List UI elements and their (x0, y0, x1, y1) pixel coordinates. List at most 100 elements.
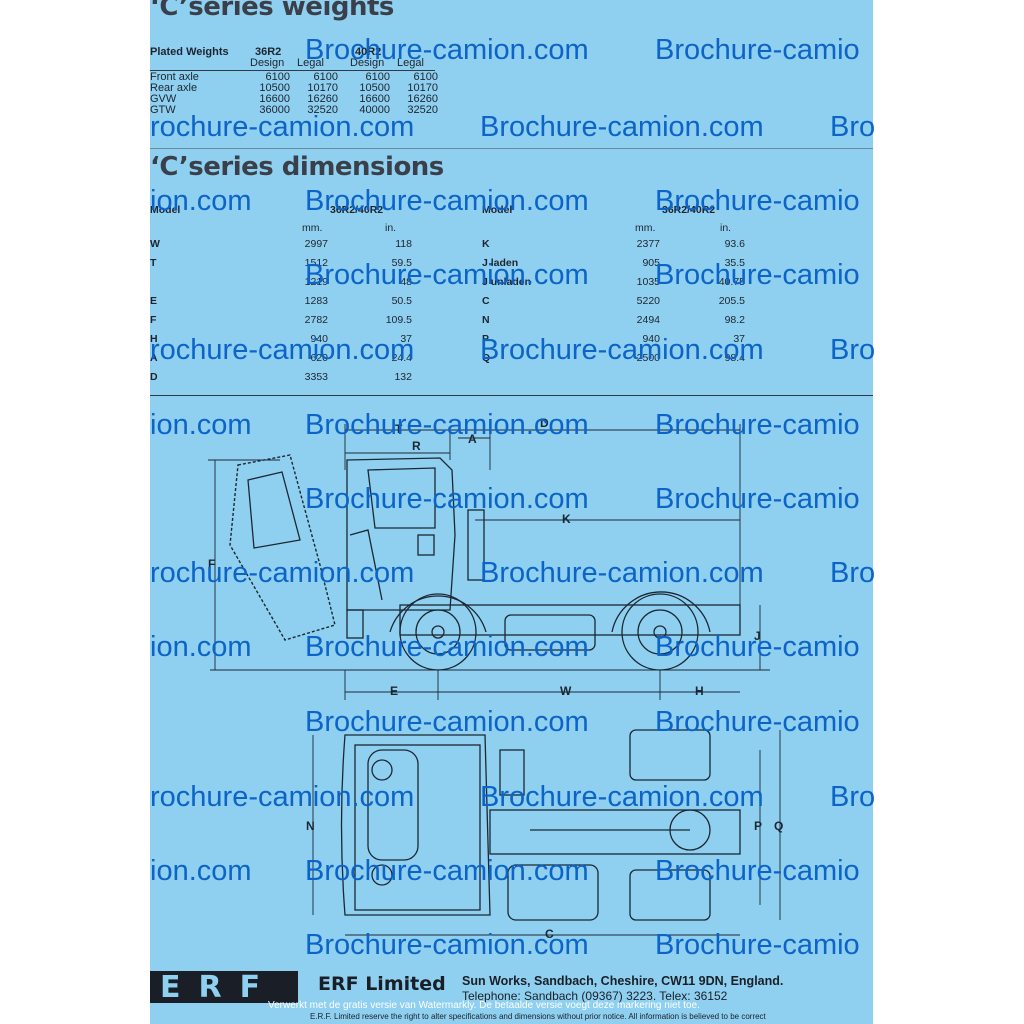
fuel-tank-plan (507, 864, 599, 921)
rear-axle-diff (669, 809, 711, 851)
weights-col-design: Design (350, 57, 385, 69)
brochure-page: ‘C’series weights Plated Weights 36R2 40… (150, 0, 873, 1024)
rear-hub-center (653, 625, 667, 639)
watermark-text: Brochure-camion.com (305, 706, 589, 738)
dim-row-in: 118 (395, 238, 412, 250)
weights-40r2-legal: 32520 (407, 104, 438, 116)
dim-row-mm: 2377 (636, 238, 660, 250)
watermark-text: Brochure-camion.com (305, 259, 589, 291)
label-A: A (468, 432, 477, 446)
dim-row-mm: 940 (642, 333, 660, 345)
weights-col-40r2: 40R2 (355, 46, 382, 58)
cab-badge (417, 534, 435, 556)
watermark-text: Brochure-camio (655, 483, 860, 515)
cab-door-line (349, 529, 383, 601)
dim-row-in: 35.5 (724, 257, 745, 269)
weights-36r2-design: 10500 (259, 82, 290, 94)
fuel-tank-side (504, 614, 596, 651)
dim-row-mm: 620 (310, 352, 328, 364)
dim-row-mm: 2997 (304, 238, 328, 250)
weights-col-legal: Legal (397, 57, 424, 69)
dim-row-label: C (482, 295, 490, 307)
label-K: K (562, 512, 571, 526)
weights-40r2-design: 40000 (359, 104, 390, 116)
weights-table: Plated Weights 36R2 40R2 Design Legal De… (150, 44, 480, 134)
watermark-text: Brochure-camion.com (305, 34, 589, 66)
dim-row-in: 132 (394, 371, 412, 383)
dim-row-label: P (482, 333, 490, 345)
dim-row-mm: 1283 (304, 295, 328, 307)
front-hub-center (431, 625, 445, 639)
dim-row-in: 24.4 (391, 352, 412, 364)
dim-row-label: T (150, 257, 157, 269)
bumper (346, 609, 364, 639)
dim-row-mm: 3353 (304, 371, 328, 383)
dim-row-label: N (482, 314, 490, 326)
watermark-text: rochure-camion.com (150, 111, 415, 143)
front-hub (415, 609, 461, 655)
dim-row-mm: 2494 (636, 314, 660, 326)
watermark-text: Brochure-camion.com (305, 409, 589, 441)
label-D: D (540, 416, 549, 430)
air-intake (467, 509, 485, 581)
watermark-text: Brochure-camion.com (305, 855, 589, 887)
dim-row-mm: 1219 (304, 276, 328, 288)
watermark-text: rochure-camion.com (150, 781, 415, 813)
label-J: J (754, 629, 761, 643)
dim-row-in: 37 (733, 333, 745, 345)
watermark-text: Brochure-camio (655, 409, 860, 441)
dim-row-mm: 1512 (304, 257, 328, 269)
label-H: H (695, 684, 704, 698)
watermark-text: Brochure-camion.com (305, 483, 589, 515)
dim-row-in: 98.4 (724, 352, 745, 364)
chassis-frame (399, 604, 741, 636)
dim-row-label: J laden (482, 257, 519, 269)
watermark-text: Brochure-camion.com (480, 334, 764, 366)
label-E: E (390, 684, 398, 698)
label-C: C (545, 927, 554, 940)
erf-logo: ERF (150, 970, 298, 1005)
dim-row-label: A (150, 352, 158, 364)
footer: ERF ERF Limited Sun Works, Sandbach, Che… (150, 968, 873, 1024)
plan-dimension-lines (312, 730, 781, 936)
watermark-text: Brochure-camion.com (480, 781, 764, 813)
dim-row-in: 205.5 (718, 295, 745, 307)
weights-36r2-design: 16600 (259, 93, 290, 105)
label-W: W (560, 684, 572, 698)
watermark-text: Brochure-camion.com (480, 111, 764, 143)
label-P: P (754, 819, 762, 833)
watermark-text: Bro (830, 111, 876, 143)
weights-col-design: Design (250, 57, 285, 69)
dim-row-in: 40.75 (718, 276, 745, 288)
dim-col-models-right: 36R2/40R2 (662, 204, 716, 216)
rear-tyre-top (629, 729, 711, 781)
company-telephone: Telephone: Sandbach (09367) 3223. Telex:… (462, 989, 728, 1003)
dim-col-model-right: Model (482, 204, 513, 216)
weights-row-label: GTW (150, 104, 176, 116)
dim-row-mm: 1035 (636, 276, 660, 288)
watermark-text: Brochure-camion.com (305, 631, 589, 663)
weights-40r2-design: 10500 (359, 82, 390, 94)
dim-row-label: J unladen (482, 276, 532, 288)
dim-row-label: Q (482, 352, 491, 364)
dim-row-in: 109.5 (385, 314, 412, 326)
weights-40r2-design: 16600 (359, 93, 390, 105)
watermark-text: rochure-camion.com (150, 557, 415, 589)
dim-row-label: F (150, 314, 157, 326)
cab-window (367, 467, 436, 529)
dim-row-label: K (482, 238, 490, 250)
weights-row-label: GVW (150, 93, 177, 105)
watermark-text: Brochure-camio (655, 706, 860, 738)
watermark-text: ion.com (150, 855, 252, 887)
watermark-text: Brochure-camio (655, 185, 860, 217)
tilted-cab-outline (229, 454, 336, 641)
weights-col-plated: Plated Weights (150, 46, 229, 58)
watermark-text: Brochure-camio (655, 34, 860, 66)
weights-36r2-legal: 6100 (313, 71, 338, 83)
dimensions-title: ‘C’series dimensions (150, 152, 444, 182)
weights-36r2-legal: 10170 (307, 82, 338, 94)
label-R: R (412, 439, 421, 453)
dim-row-in: 93.6 (724, 238, 745, 250)
watermark-text: Brochure-camio (655, 259, 860, 291)
watermark-text: ion.com (150, 631, 252, 663)
